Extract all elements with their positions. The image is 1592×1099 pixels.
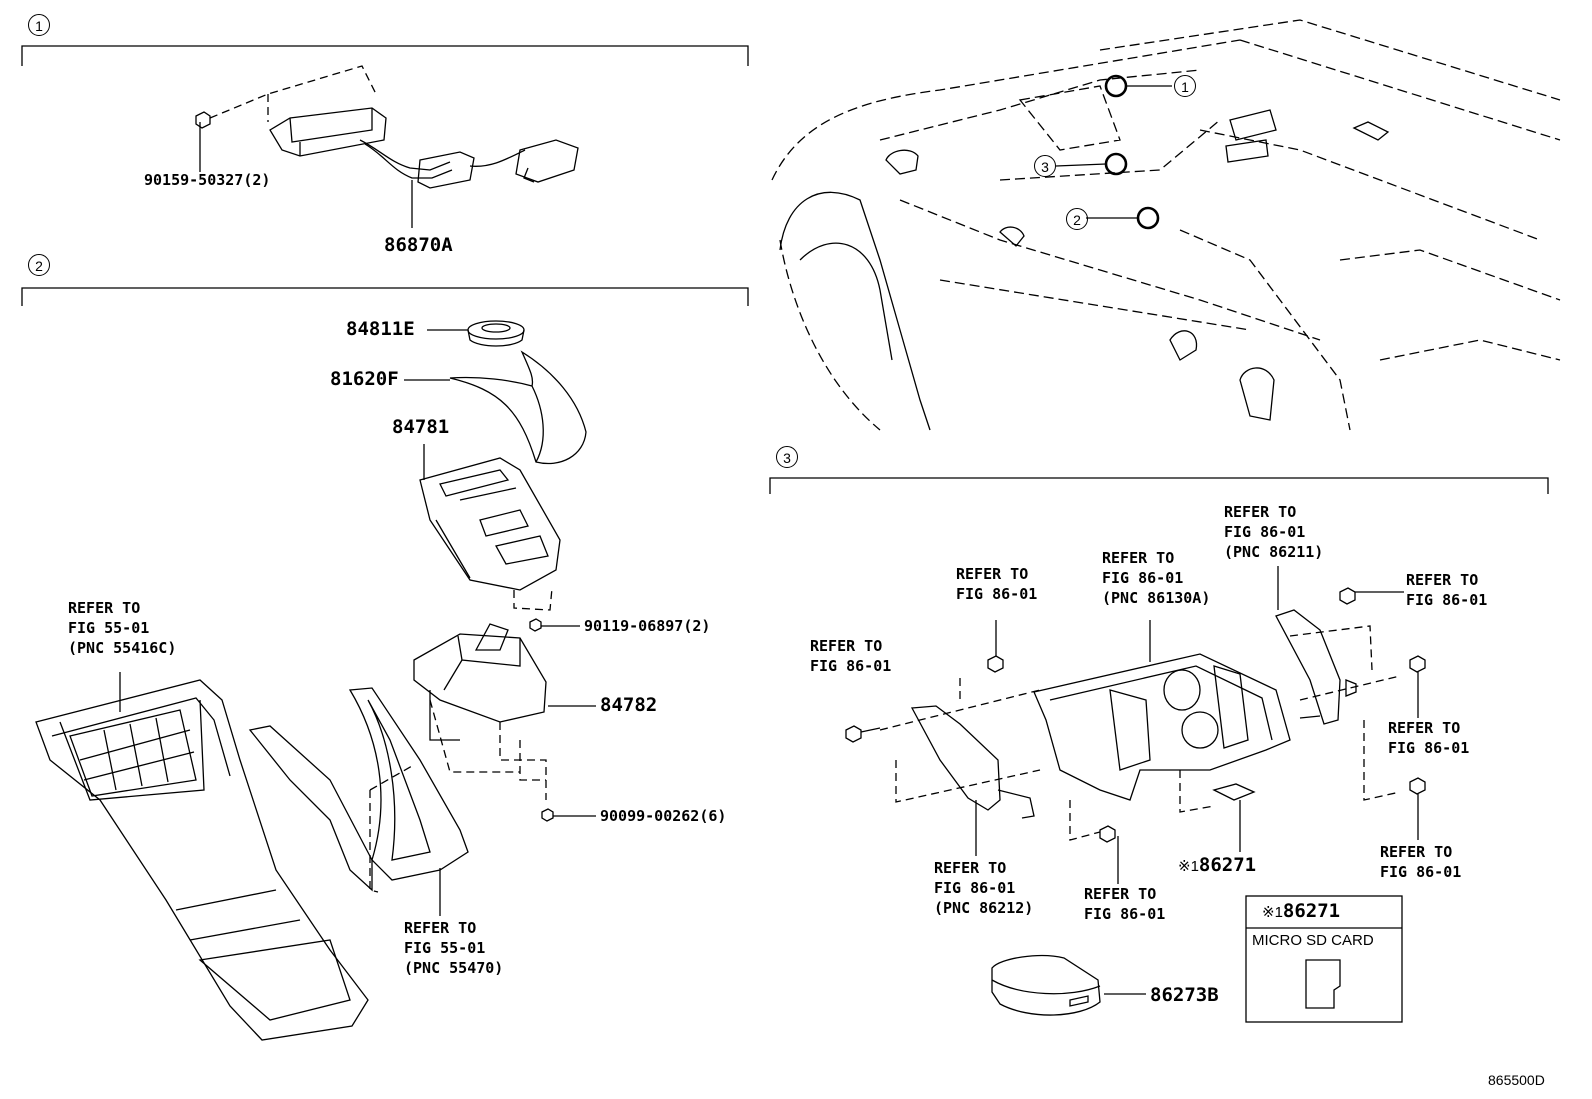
figure-code: 865500D (1488, 1072, 1545, 1088)
part-label-86273b: 86273B (1150, 984, 1219, 1006)
ref-label-top-left: REFER TO FIG 86-01 (956, 565, 1038, 603)
trim-55470-drawing (248, 687, 469, 916)
part-label-84781: 84781 (392, 416, 450, 438)
section-2-bracket (21, 287, 749, 306)
car-callout-3: 3 (1034, 155, 1056, 177)
part-label-86271: ※186271 (1178, 854, 1257, 876)
ref-label-pnc-55416c: REFER TO FIG 55-01 (PNC 55416C) (68, 599, 177, 657)
knob-84811e-drawing (467, 320, 525, 347)
switch-84782-drawing (413, 623, 547, 800)
section-3-marker: 3 (776, 446, 798, 468)
part-label-81620f: 81620F (330, 368, 399, 390)
dashed-leaders-3 (879, 625, 1401, 841)
sd-legend-caption: MICRO SD CARD (1252, 932, 1374, 949)
ref-label-bottom: REFER TO FIG 86-01 (1084, 885, 1166, 923)
ref-label-top-right: REFER TO FIG 86-01 (1406, 571, 1488, 609)
micro-sd-card-part (1212, 783, 1256, 801)
part-label-90159-50327: 90159-50327(2) (144, 171, 271, 189)
section-2-marker: 2 (28, 254, 50, 276)
section-1-marker: 1 (28, 14, 50, 36)
panel-84781-drawing (419, 444, 561, 611)
sd-card-legend-box (1245, 895, 1403, 1023)
section-1-bracket (21, 45, 749, 66)
sd-case-86273b-drawing (991, 955, 1101, 1016)
ref-label-right-mid: REFER TO FIG 86-01 (1388, 719, 1470, 757)
ref-label-pnc-86212: REFER TO FIG 86-01 (PNC 86212) (934, 859, 1034, 917)
section-3-bracket (769, 477, 1549, 494)
sd-legend-title: ※186271 (1262, 900, 1341, 922)
car-body-solid (779, 109, 1390, 431)
ref-label-pnc-86130a: REFER TO FIG 86-01 (PNC 86130A) (1102, 549, 1211, 607)
module-86870a-drawing (195, 65, 579, 228)
ref-label-right-low: REFER TO FIG 86-01 (1380, 843, 1462, 881)
ref-label-pnc-86211: REFER TO FIG 86-01 (PNC 86211) (1224, 503, 1324, 561)
micro-sd-card-icon (1305, 959, 1341, 1009)
cover-81620f-drawing (449, 350, 587, 465)
ref-label-left: REFER TO FIG 86-01 (810, 637, 892, 675)
part-label-90119-06897: 90119-06897(2) (584, 617, 711, 635)
part-label-84782: 84782 (600, 694, 658, 716)
part-label-86870a: 86870A (384, 234, 453, 256)
car-interior-view (771, 19, 1561, 431)
part-label-90099-00262: 90099-00262(6) (600, 807, 727, 825)
car-callout-1: 1 (1174, 75, 1196, 97)
part-label-84811e: 84811E (346, 318, 415, 340)
ref-label-pnc-55470: REFER TO FIG 55-01 (PNC 55470) (404, 919, 504, 977)
console-55416c-drawing (35, 672, 369, 1041)
bolts-section-3 (845, 587, 1426, 884)
car-callout-2: 2 (1066, 208, 1088, 230)
bracket-assembly-drawing (910, 566, 1357, 819)
